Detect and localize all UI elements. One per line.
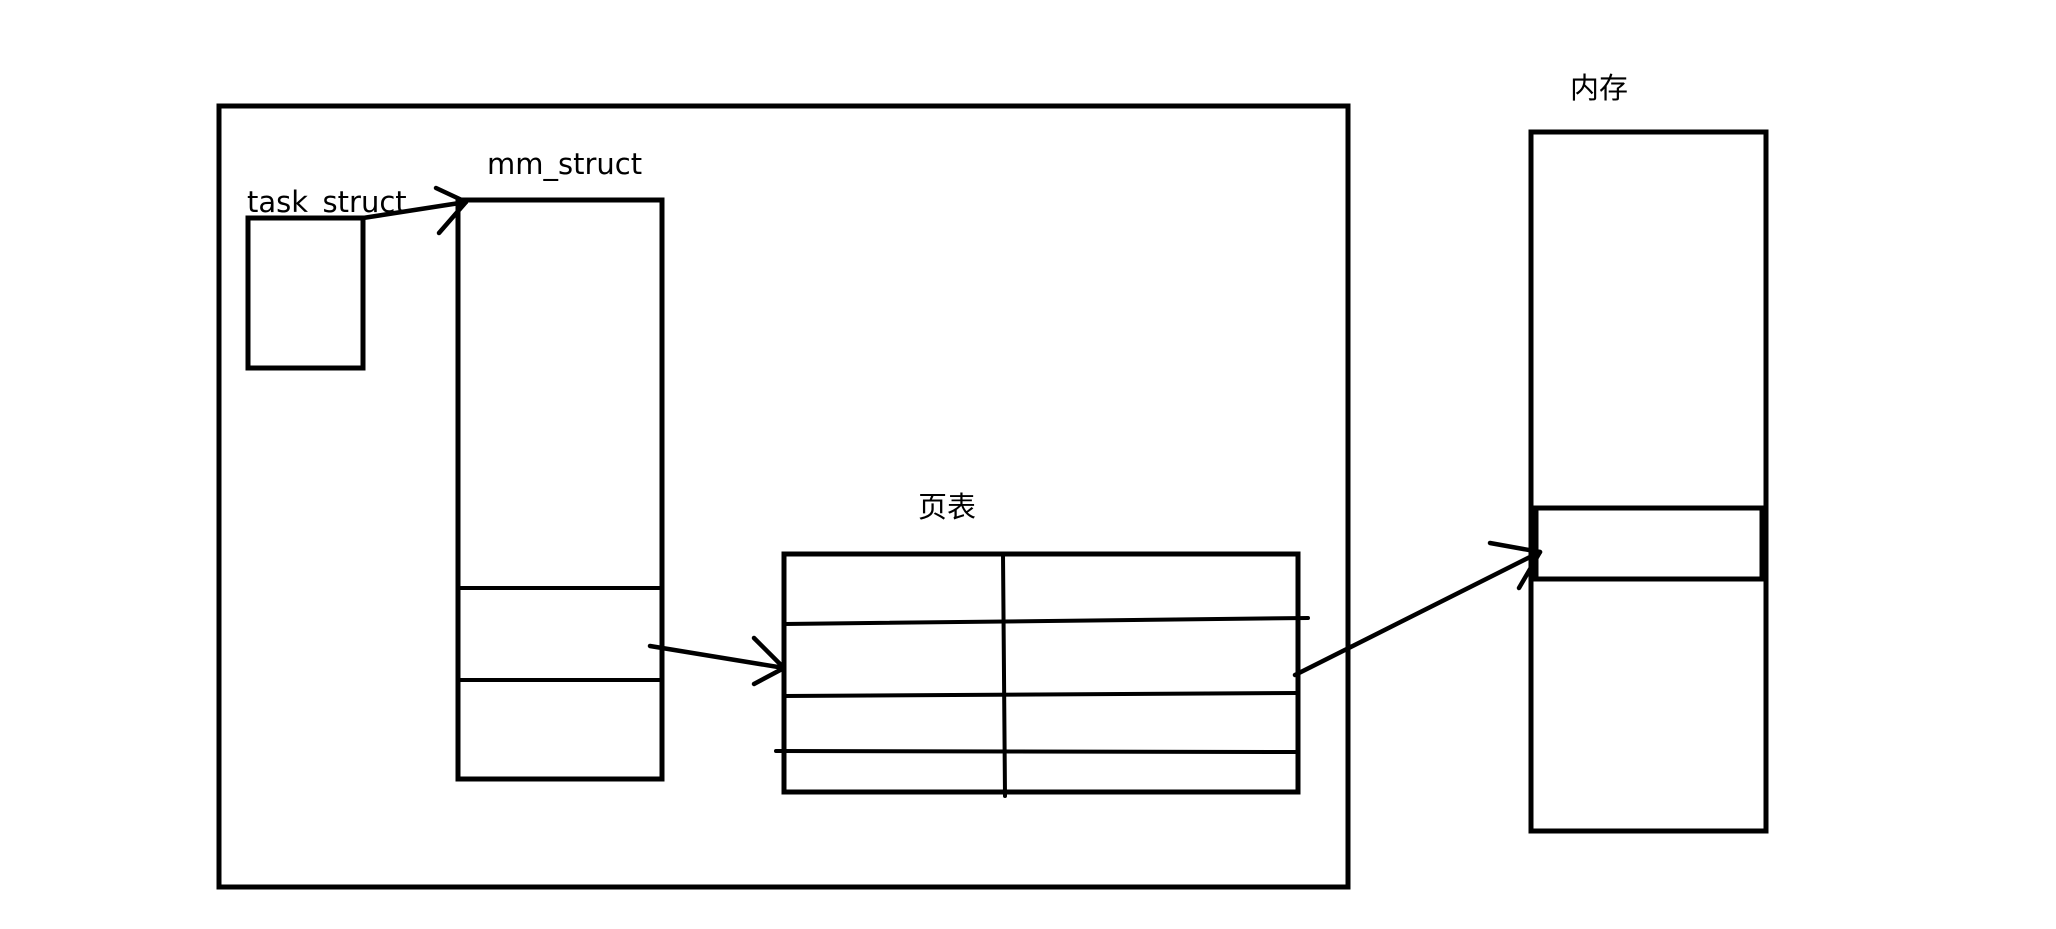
process-container — [216, 103, 1351, 890]
arrow-task-to-mm-head — [433, 185, 469, 236]
page-table-label: 页表 — [918, 490, 976, 524]
arrow-pagetable-to-memory — [1292, 549, 1543, 678]
memory-page-frame — [1533, 505, 1765, 582]
arrow-pagetable-to-memory-head — [1487, 540, 1543, 591]
arrow-mm-to-pagetable — [647, 643, 787, 671]
arrow-task-to-mm — [360, 199, 469, 221]
page-table-row-divider-2 — [782, 691, 1300, 698]
page-table-row-divider-3 — [774, 749, 1300, 754]
arrow-mm-to-pagetable-head — [751, 635, 787, 687]
page-table-box — [781, 551, 1301, 795]
memory-box — [1528, 129, 1769, 834]
task-struct-box — [245, 215, 366, 371]
memory-label: 内存 — [1570, 71, 1628, 105]
page-table-column-divider — [1001, 552, 1007, 798]
mm-struct-box — [455, 197, 665, 782]
page-table-row-divider-1 — [782, 616, 1310, 626]
mm-struct-label: mm_struct — [487, 147, 642, 181]
